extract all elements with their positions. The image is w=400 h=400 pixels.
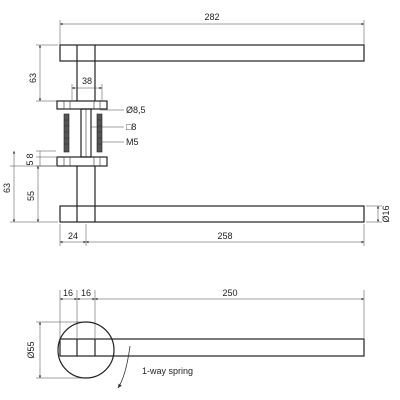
top-rose-plate: [56, 100, 108, 110]
plan-16b-label: 16: [81, 288, 91, 298]
bottom-rose-bolt-hole: [93, 156, 101, 167]
spring-arrow-icon: [117, 345, 131, 389]
plan-16a-label: 16: [63, 288, 73, 298]
front-view: 282 63 38: [2, 12, 391, 246]
thread-label: M5: [126, 137, 139, 147]
rose-circle: [57, 321, 115, 379]
dim-63-bottom-label: 63: [2, 183, 12, 193]
plan-diam-55-label: Ø55: [26, 341, 36, 358]
plan-250-label: 250: [222, 288, 237, 298]
plan-view: 16 16 250 Ø55 1-way spring: [26, 288, 365, 389]
bar-diameter-label: Ø16: [381, 205, 391, 222]
square-spindle-label: □8: [126, 122, 136, 132]
base-258-label: 258: [217, 231, 232, 241]
bottom-rose-plate: [56, 156, 108, 167]
dim-63-top-label: 63: [28, 73, 38, 83]
bottom-rose-bolt-hole: [63, 156, 71, 167]
top-lever-bar: [59, 44, 365, 62]
right-bolt: [96, 113, 103, 153]
bottom-lever-bar: [59, 205, 365, 223]
dim-282-label: 282: [204, 12, 219, 22]
dim-55-label: 55: [26, 191, 36, 201]
top-rose-bolt-hole: [93, 100, 101, 110]
dim-38-label: 38: [82, 76, 92, 86]
offset-8-label: 8: [25, 153, 35, 158]
offset-5-label: 5: [25, 160, 35, 165]
diam-bolt-label: Ø8,5: [126, 105, 146, 115]
left-bolt: [63, 113, 70, 153]
spring-note: 1-way spring: [142, 366, 193, 376]
top-rose-bolt-hole: [63, 100, 71, 110]
plan-lever-bar: [59, 338, 365, 357]
base-24-label: 24: [68, 231, 78, 241]
